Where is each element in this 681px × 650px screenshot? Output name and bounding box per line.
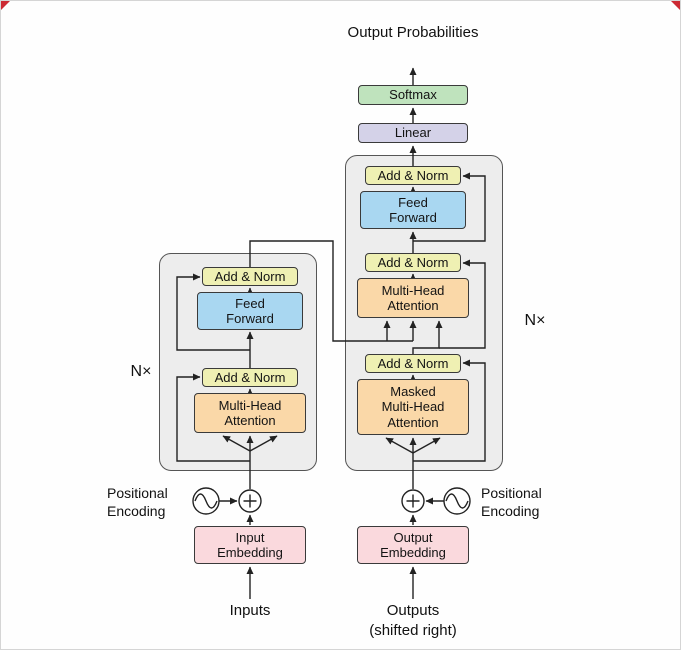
add-norm-label: Add & Norm	[377, 167, 449, 183]
output-probabilities-line2: Probabilities	[396, 24, 479, 41]
decoder-multi-head-attention-box: Multi-Head Attention	[357, 278, 469, 318]
add-norm-label: Add & Norm	[377, 355, 449, 371]
add-norm-label: Add & Norm	[214, 268, 286, 284]
encoder-feed-forward-box: Feed Forward	[197, 292, 303, 330]
linear-box: Linear	[358, 123, 468, 143]
output-embedding-line2: Embedding	[380, 545, 446, 560]
outputs-label: Outputs (shifted right)	[338, 601, 488, 641]
corner-marker-left-icon	[1, 1, 10, 10]
feed-forward-line1: Feed	[398, 194, 428, 210]
multi-head-attention-line2: Attention	[387, 298, 439, 313]
decoder-add-norm-2-box: Add & Norm	[365, 253, 461, 272]
feed-forward-line2: Forward	[226, 311, 274, 326]
outputs-line1: Outputs	[386, 602, 440, 619]
input-embedding-line2: Embedding	[217, 545, 283, 560]
outputs-line2: (shifted right)	[369, 622, 457, 639]
positional-line1: Positional	[107, 485, 168, 501]
corner-marker-right-icon	[671, 1, 680, 10]
output-embedding-box: Output Embedding	[357, 526, 469, 564]
input-embedding-line1: Input	[235, 529, 265, 545]
positional-symbols	[192, 487, 471, 515]
n-times-text: N×	[130, 363, 152, 380]
softmax-box: Softmax	[358, 85, 468, 105]
multi-head-attention-line1: Multi-Head	[381, 282, 445, 298]
positional-line2: Encoding	[107, 503, 166, 519]
encoder-add-norm-1-box: Add & Norm	[202, 368, 298, 387]
multi-head-attention-line2: Attention	[224, 413, 276, 428]
positional-encoding-sine-icon-right	[443, 487, 471, 515]
output-embedding-line1: Output	[393, 529, 433, 545]
masked-mha-line3: Attention	[387, 414, 439, 430]
positional-encoding-sine-icon-left	[192, 487, 220, 515]
output-probabilities-label: Output Probabilities	[333, 23, 493, 43]
positional-line2: Encoding	[481, 503, 540, 519]
add-plus-icon-left	[238, 489, 262, 513]
inputs-label: Inputs	[200, 601, 300, 621]
n-times-label-right: N×	[513, 312, 557, 330]
feed-forward-line2: Forward	[389, 210, 437, 225]
add-plus-icon-right	[401, 489, 425, 513]
inputs-text: Inputs	[229, 602, 271, 619]
softmax-label: Softmax	[389, 87, 437, 103]
masked-mha-line1: Masked	[390, 384, 436, 399]
positional-encoding-label-left: Positional Encoding	[107, 484, 189, 520]
decoder-add-norm-1-box: Add & Norm	[365, 354, 461, 373]
masked-mha-line2: Multi-Head	[381, 399, 445, 415]
encoder-multi-head-attention-box: Multi-Head Attention	[194, 393, 306, 433]
add-norm-label: Add & Norm	[214, 369, 286, 385]
feed-forward-line1: Feed	[235, 295, 265, 311]
masked-multi-head-attention-box: Masked Multi-Head Attention	[357, 379, 469, 435]
positional-line1: Positional	[481, 485, 542, 501]
add-norm-label: Add & Norm	[377, 254, 449, 270]
multi-head-attention-line1: Multi-Head	[218, 397, 282, 413]
decoder-add-norm-3-box: Add & Norm	[365, 166, 461, 185]
positional-encoding-label-right: Positional Encoding	[481, 484, 563, 520]
n-times-label-left: N×	[119, 363, 163, 381]
decoder-feed-forward-box: Feed Forward	[360, 191, 466, 229]
output-probabilities-line1: Output	[347, 24, 393, 41]
n-times-text: N×	[524, 312, 546, 329]
encoder-add-norm-2-box: Add & Norm	[202, 267, 298, 286]
input-embedding-box: Input Embedding	[194, 526, 306, 564]
linear-label: Linear	[394, 125, 432, 141]
